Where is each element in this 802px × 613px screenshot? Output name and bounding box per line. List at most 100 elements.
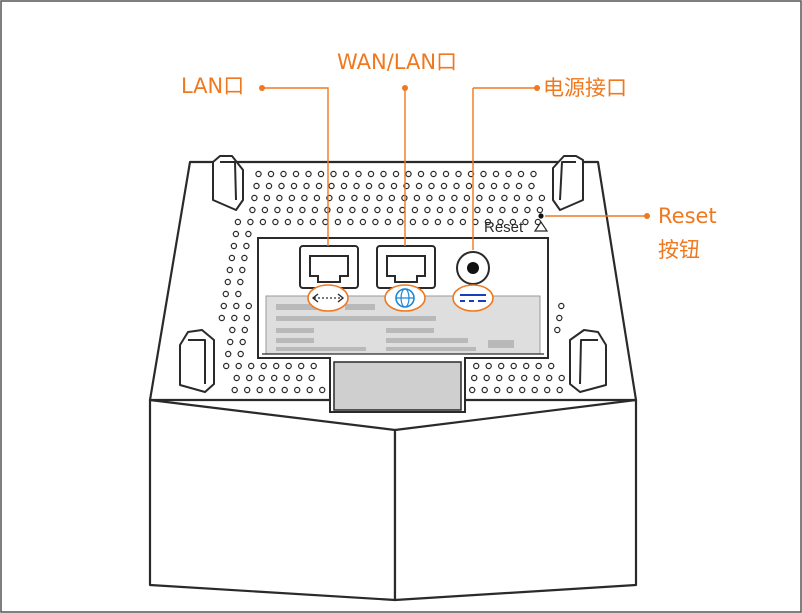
vent-dot	[515, 182, 523, 190]
wan-lan-port-callout: WAN/LAN口	[337, 50, 458, 74]
vent-dots	[218, 170, 565, 394]
vent-dot	[224, 350, 232, 358]
vent-dot	[245, 302, 252, 310]
vent-dot	[228, 254, 236, 262]
vent-dot	[260, 362, 267, 370]
dc-power-icon	[452, 284, 494, 312]
vent-dot	[533, 374, 540, 382]
vent-dot	[556, 386, 563, 394]
vent-dot	[311, 206, 319, 214]
label-plate-text	[276, 304, 514, 351]
vent-dot	[513, 194, 521, 202]
vent-dot	[241, 326, 248, 334]
vent-dot	[243, 242, 250, 250]
vent-dot	[322, 218, 329, 226]
vent-dot	[269, 386, 276, 394]
vent-dot	[392, 170, 400, 178]
vent-dot	[261, 206, 269, 214]
vent-dot	[503, 182, 510, 190]
vent-dot	[485, 362, 492, 370]
vent-dot	[372, 218, 379, 226]
vent-dot	[473, 362, 480, 370]
vent-dot	[229, 326, 236, 334]
vent-dot	[526, 194, 533, 202]
vent-dot	[478, 182, 485, 190]
vent-dot	[430, 170, 437, 178]
vent-dot	[453, 182, 460, 190]
vent-dot	[305, 170, 312, 178]
vent-dot	[380, 170, 387, 178]
vent-dot	[374, 206, 381, 214]
vent-dot	[558, 374, 565, 382]
vent-dot	[235, 290, 242, 298]
reset-callout-line2: 按钮	[658, 238, 700, 262]
device-body	[148, 398, 638, 602]
vent-dot	[399, 206, 406, 214]
vent-dot	[313, 194, 321, 202]
vent-dot	[548, 362, 555, 370]
lan-arrows-icon	[307, 284, 349, 312]
vent-dot	[554, 326, 561, 334]
vent-dot	[317, 170, 325, 178]
vent-dot	[361, 206, 369, 214]
vent-dot	[486, 206, 494, 214]
vent-dot	[510, 362, 517, 370]
vent-dot	[459, 218, 467, 226]
vent-dot	[232, 230, 240, 238]
vent-dot	[463, 194, 471, 202]
vent-dot	[351, 194, 358, 202]
vent-dot	[556, 314, 563, 322]
vent-dot	[415, 182, 423, 190]
vent-dot	[517, 170, 525, 178]
vent-dot	[256, 386, 263, 394]
vent-dot	[436, 206, 444, 214]
vent-dot	[259, 218, 267, 226]
vent-dot	[388, 194, 396, 202]
vent-dot	[306, 386, 313, 394]
vent-dot	[245, 230, 252, 238]
vent-dot	[226, 338, 234, 346]
vent-dot	[509, 218, 517, 226]
vent-dot	[483, 374, 490, 382]
vent-dot	[536, 206, 544, 214]
vent-dot	[480, 170, 487, 178]
vent-dot	[438, 194, 446, 202]
vent-dot	[413, 194, 421, 202]
vent-dot	[281, 386, 288, 394]
vent-dot	[455, 170, 462, 178]
vent-dot	[349, 206, 356, 214]
vent-dot	[263, 194, 271, 202]
vent-dot	[524, 206, 531, 214]
vent-dot	[290, 182, 298, 190]
vent-dot	[278, 182, 285, 190]
vent-dot	[235, 362, 242, 370]
lan-port-callout: LAN口	[181, 74, 245, 98]
vent-dot	[237, 350, 244, 358]
vent-dot	[253, 182, 260, 190]
vent-dot	[424, 206, 431, 214]
vent-dot	[286, 206, 294, 214]
vent-dot	[492, 170, 500, 178]
vent-dot	[255, 170, 262, 178]
vent-dot	[497, 218, 504, 226]
leader-dots	[259, 85, 650, 219]
vent-dot	[283, 374, 290, 382]
vent-dot	[505, 170, 512, 178]
vent-dot	[237, 278, 244, 286]
vent-dot	[267, 170, 275, 178]
vent-dot	[245, 374, 253, 382]
vent-dot	[301, 194, 308, 202]
vent-dot	[233, 302, 240, 310]
wan-lan-port	[376, 245, 436, 289]
vent-dot	[334, 218, 342, 226]
vent-dot	[222, 290, 229, 298]
vent-dot	[409, 218, 417, 226]
vent-dot	[484, 218, 492, 226]
vent-dot	[230, 242, 238, 250]
vent-dot	[342, 170, 350, 178]
vent-dot	[309, 218, 317, 226]
reset-device-label: Reset	[484, 219, 524, 236]
vent-dot	[522, 218, 529, 226]
vent-dot	[530, 170, 537, 178]
